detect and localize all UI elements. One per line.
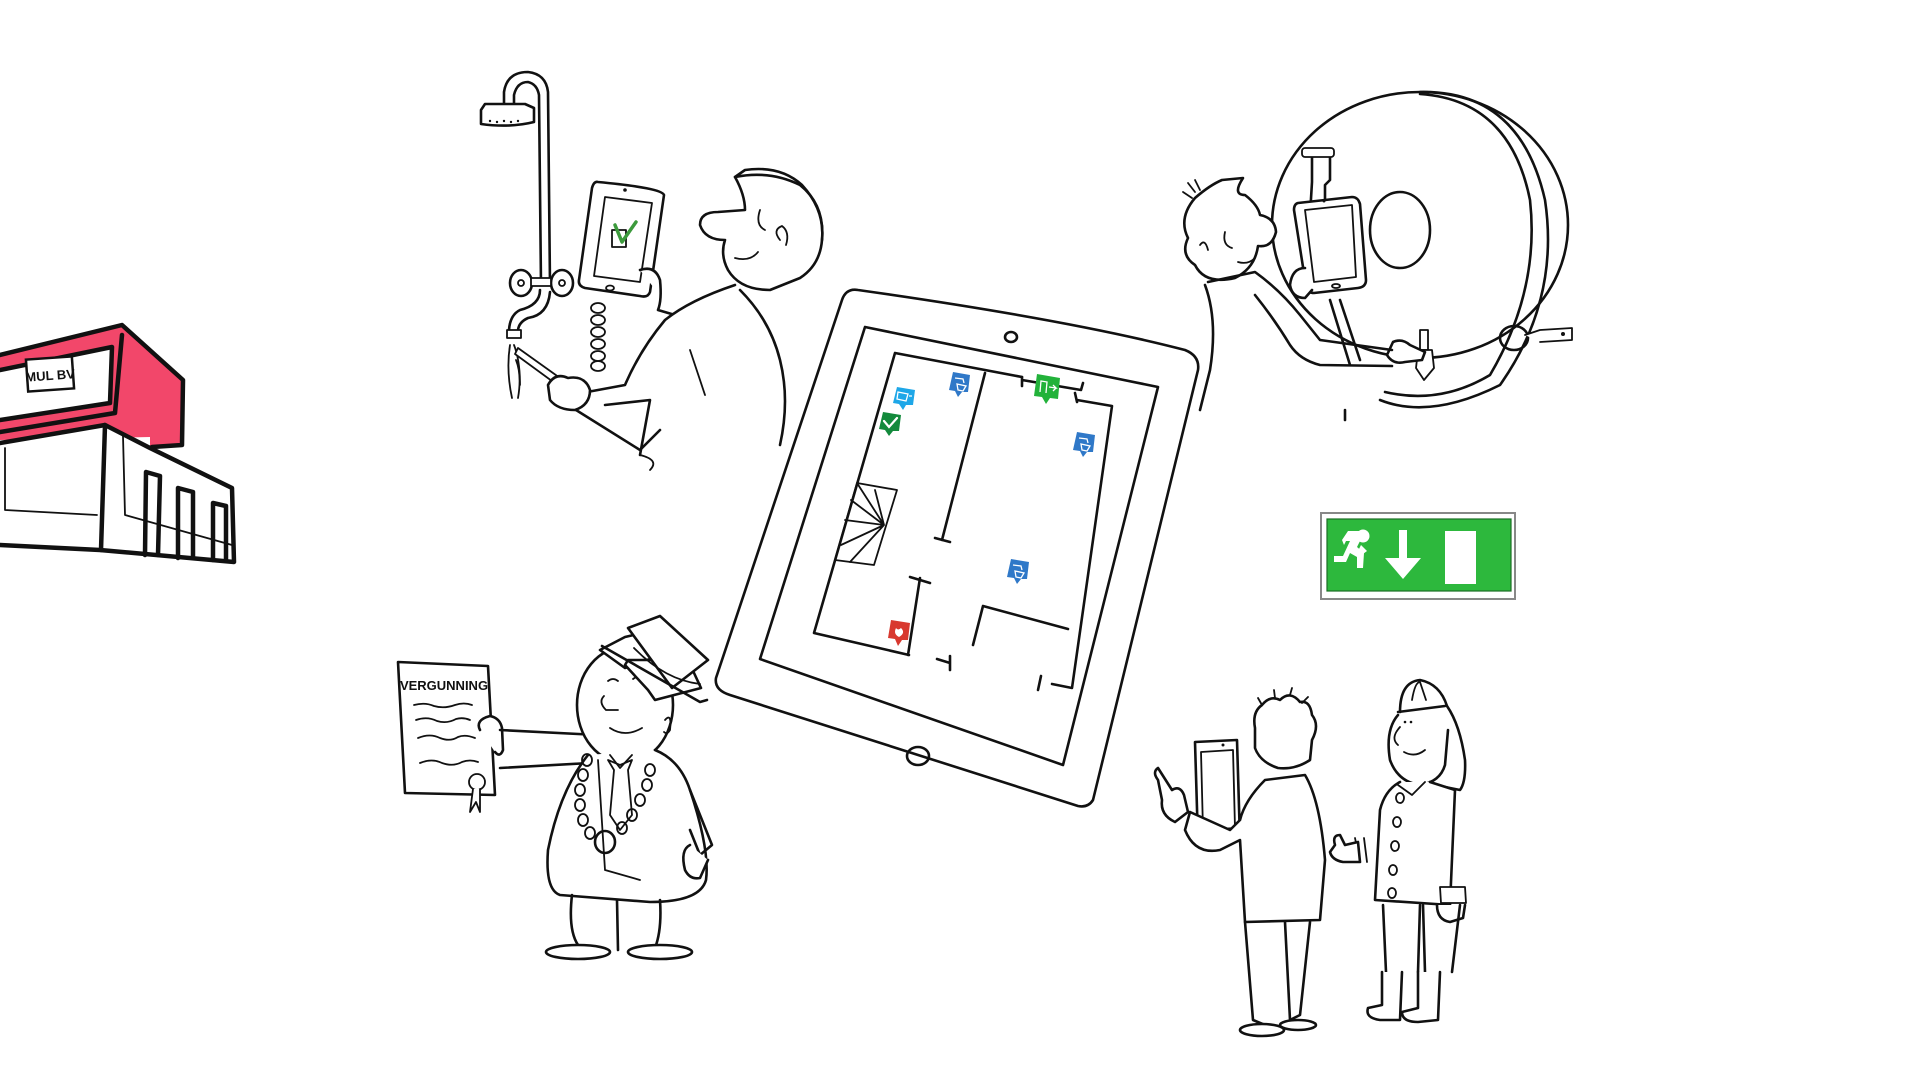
tablet-home-button[interactable] xyxy=(905,745,931,767)
building-illustration: MUL BV xyxy=(0,322,237,565)
checkmark-icon xyxy=(613,220,638,244)
stairs-icon xyxy=(834,482,898,566)
tablet-camera xyxy=(1003,330,1019,344)
permit-document: VERGUNNING xyxy=(396,660,497,813)
eyewash-marker-2[interactable] xyxy=(1073,432,1095,457)
eyewash-marker[interactable] xyxy=(949,372,970,397)
floor-plan xyxy=(812,351,1114,692)
door-icon xyxy=(1445,531,1476,584)
building-sign-text: MUL BV xyxy=(25,366,76,384)
hose-reel-hub xyxy=(1368,190,1432,270)
running-man-icon xyxy=(1334,529,1370,568)
permit-title: VERGUNNING xyxy=(400,678,488,693)
inspector-tablet xyxy=(577,180,666,298)
emergency-exit-marker[interactable] xyxy=(1034,374,1060,404)
seal-icon xyxy=(468,773,486,791)
hose-reel-inspector-illustration xyxy=(1182,90,1573,422)
shower-inspector-illustration xyxy=(479,70,824,471)
building-sign-plate xyxy=(24,355,76,393)
top-hat-icon xyxy=(598,614,710,704)
arrow-down-icon xyxy=(1385,530,1421,579)
firefighter-scene-illustration xyxy=(1153,678,1467,1038)
mayor-illustration: VERGUNNING xyxy=(396,614,714,961)
fire-extinguisher-marker[interactable] xyxy=(888,620,910,646)
inspector-tablet-2 xyxy=(1292,195,1368,295)
approved-marker[interactable] xyxy=(879,412,901,436)
eyewash-marker-3[interactable] xyxy=(1007,559,1029,584)
emergency-exit-sign xyxy=(1320,512,1516,600)
fire-alarm-marker[interactable] xyxy=(893,387,915,410)
medallion-icon xyxy=(593,829,617,855)
central-tablet xyxy=(714,288,1200,808)
shower-head-icon xyxy=(479,102,536,127)
